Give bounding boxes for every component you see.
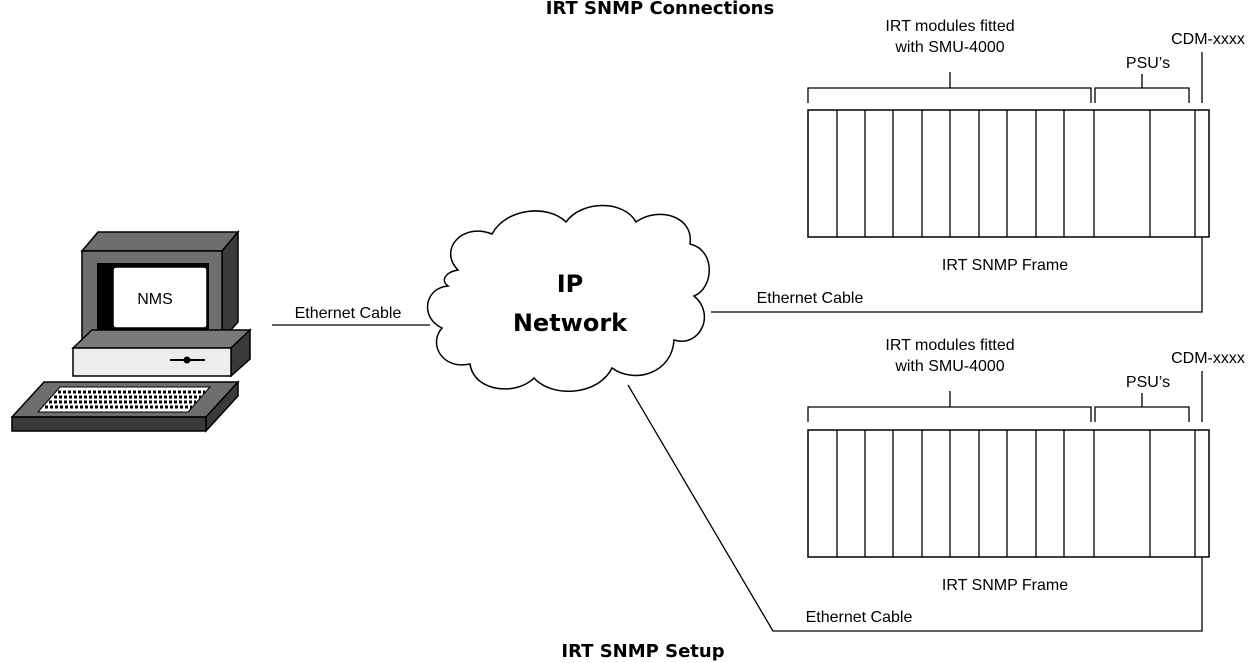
network-label-line1: IP <box>557 270 584 298</box>
nms-computer-icon: NMS <box>10 229 252 433</box>
psu-label: PSU’s <box>1126 374 1170 391</box>
frame-label: IRT SNMP Frame <box>942 257 1068 274</box>
top-title: IRT SNMP Connections <box>546 0 774 19</box>
top-frame-ethernet-cable <box>711 237 1203 313</box>
modules-label-line2: with SMU-4000 <box>894 358 1004 375</box>
frame-label: IRT SNMP Frame <box>942 577 1068 594</box>
bottom-frame-ethernet-cable-label: Ethernet Cable <box>806 609 913 626</box>
modules-label-line2: with SMU-4000 <box>894 39 1004 56</box>
cdm-label: CDM-xxxx <box>1171 31 1245 48</box>
bottom-title: IRT SNMP Setup <box>561 641 724 662</box>
irt-snmp-frame-top: IRT modules fitted with SMU-4000 PSU’s C… <box>807 18 1245 274</box>
network-label-line2: Network <box>513 309 628 337</box>
psu-bracket <box>1094 74 1190 103</box>
left-ethernet-cable-label: Ethernet Cable <box>295 305 402 322</box>
psu-bracket <box>1094 393 1190 422</box>
psu-label: PSU’s <box>1126 55 1170 72</box>
modules-bracket <box>807 72 1092 103</box>
modules-bracket <box>807 391 1092 422</box>
rack-chassis <box>807 429 1210 558</box>
monitor-screen <box>112 266 208 329</box>
bottom-frame-ethernet-cable <box>627 384 1203 632</box>
ip-network-cloud-icon <box>426 204 710 393</box>
rack-chassis <box>807 109 1210 238</box>
modules-label-line1: IRT modules fitted <box>885 337 1014 354</box>
top-frame-ethernet-cable-label: Ethernet Cable <box>757 290 864 307</box>
irt-snmp-frame-bottom: IRT modules fitted with SMU-4000 PSU’s C… <box>807 337 1245 594</box>
nms-screen-label: NMS <box>137 291 173 308</box>
cdm-label: CDM-xxxx <box>1171 350 1245 367</box>
modules-label-line1: IRT modules fitted <box>885 18 1014 35</box>
